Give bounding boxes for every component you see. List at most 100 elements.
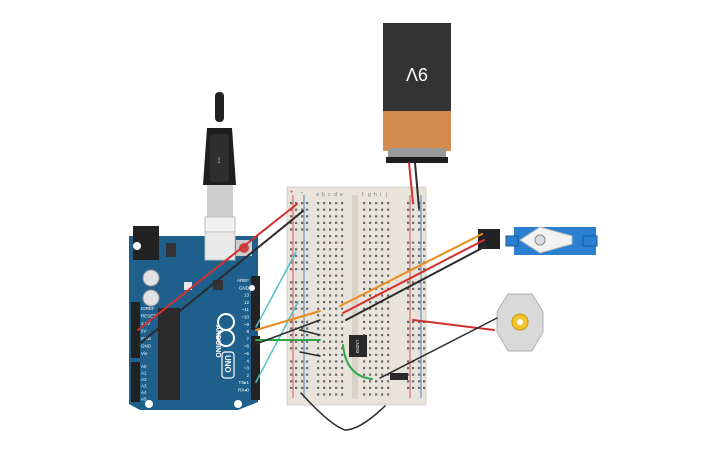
breadboard-hole[interactable] xyxy=(418,254,421,257)
breadboard-hole[interactable] xyxy=(317,281,320,284)
breadboard-hole[interactable] xyxy=(375,314,378,317)
breadboard-hole[interactable] xyxy=(290,327,293,330)
breadboard-hole[interactable] xyxy=(387,221,390,224)
breadboard-hole[interactable] xyxy=(423,221,426,224)
breadboard-hole[interactable] xyxy=(381,228,384,231)
breadboard-hole[interactable] xyxy=(363,221,366,224)
breadboard-hole[interactable] xyxy=(381,294,384,297)
breadboard-hole[interactable] xyxy=(369,287,372,290)
breadboard-hole[interactable] xyxy=(329,287,332,290)
breadboard-hole[interactable] xyxy=(407,268,410,271)
breadboard-hole[interactable] xyxy=(306,202,309,205)
breadboard-hole[interactable] xyxy=(369,340,372,343)
breadboard-hole[interactable] xyxy=(369,281,372,284)
breadboard-hole[interactable] xyxy=(381,353,384,356)
breadboard-hole[interactable] xyxy=(301,215,304,218)
breadboard-hole[interactable] xyxy=(412,241,415,244)
breadboard-hole[interactable] xyxy=(375,380,378,383)
breadboard-hole[interactable] xyxy=(301,228,304,231)
breadboard-hole[interactable] xyxy=(317,248,320,251)
breadboard-hole[interactable] xyxy=(363,208,366,211)
breadboard-hole[interactable] xyxy=(375,208,378,211)
breadboard-hole[interactable] xyxy=(423,294,426,297)
breadboard-hole[interactable] xyxy=(323,393,326,396)
breadboard-hole[interactable] xyxy=(423,281,426,284)
breadboard-hole[interactable] xyxy=(407,228,410,231)
breadboard-hole[interactable] xyxy=(301,367,304,370)
breadboard-hole[interactable] xyxy=(423,208,426,211)
breadboard-hole[interactable] xyxy=(323,327,326,330)
breadboard-hole[interactable] xyxy=(301,386,304,389)
breadboard-hole[interactable] xyxy=(317,215,320,218)
breadboard-hole[interactable] xyxy=(301,307,304,310)
breadboard-hole[interactable] xyxy=(369,202,372,205)
breadboard-hole[interactable] xyxy=(323,287,326,290)
breadboard-hole[interactable] xyxy=(329,281,332,284)
breadboard-hole[interactable] xyxy=(407,294,410,297)
breadboard-hole[interactable] xyxy=(375,281,378,284)
breadboard-hole[interactable] xyxy=(295,386,298,389)
breadboard-hole[interactable] xyxy=(407,202,410,205)
breadboard-hole[interactable] xyxy=(412,215,415,218)
breadboard-hole[interactable] xyxy=(301,294,304,297)
breadboard-hole[interactable] xyxy=(407,261,410,264)
breadboard-hole[interactable] xyxy=(323,301,326,304)
breadboard-hole[interactable] xyxy=(381,215,384,218)
breadboard-hole[interactable] xyxy=(295,228,298,231)
breadboard-hole[interactable] xyxy=(363,360,366,363)
breadboard-hole[interactable] xyxy=(295,202,298,205)
breadboard-hole[interactable] xyxy=(369,248,372,251)
breadboard-hole[interactable] xyxy=(423,307,426,310)
breadboard-hole[interactable] xyxy=(369,353,372,356)
breadboard-hole[interactable] xyxy=(407,386,410,389)
breadboard-hole[interactable] xyxy=(323,347,326,350)
breadboard-hole[interactable] xyxy=(295,254,298,257)
breadboard-hole[interactable] xyxy=(381,386,384,389)
breadboard-hole[interactable] xyxy=(418,221,421,224)
breadboard-hole[interactable] xyxy=(335,340,338,343)
breadboard-hole[interactable] xyxy=(369,393,372,396)
breadboard-hole[interactable] xyxy=(387,307,390,310)
breadboard-hole[interactable] xyxy=(317,208,320,211)
breadboard-hole[interactable] xyxy=(295,380,298,383)
breadboard-hole[interactable] xyxy=(329,380,332,383)
breadboard-hole[interactable] xyxy=(363,228,366,231)
breadboard-hole[interactable] xyxy=(329,228,332,231)
breadboard-hole[interactable] xyxy=(306,307,309,310)
breadboard-hole[interactable] xyxy=(317,202,320,205)
breadboard-hole[interactable] xyxy=(301,320,304,323)
breadboard-hole[interactable] xyxy=(381,367,384,370)
breadboard-hole[interactable] xyxy=(418,367,421,370)
breadboard-hole[interactable] xyxy=(341,334,344,337)
breadboard-hole[interactable] xyxy=(423,268,426,271)
breadboard-hole[interactable] xyxy=(381,327,384,330)
breadboard-hole[interactable] xyxy=(335,261,338,264)
breadboard-hole[interactable] xyxy=(295,281,298,284)
breadboard-hole[interactable] xyxy=(295,294,298,297)
breadboard-hole[interactable] xyxy=(290,287,293,290)
breadboard-hole[interactable] xyxy=(375,347,378,350)
breadboard-hole[interactable] xyxy=(375,268,378,271)
breadboard-hole[interactable] xyxy=(301,287,304,290)
breadboard-hole[interactable] xyxy=(381,248,384,251)
breadboard-hole[interactable] xyxy=(387,320,390,323)
breadboard-hole[interactable] xyxy=(301,202,304,205)
breadboard-hole[interactable] xyxy=(423,367,426,370)
breadboard-hole[interactable] xyxy=(412,327,415,330)
breadboard-hole[interactable] xyxy=(387,202,390,205)
breadboard-hole[interactable] xyxy=(335,254,338,257)
breadboard-hole[interactable] xyxy=(423,360,426,363)
breadboard-hole[interactable] xyxy=(412,380,415,383)
breadboard-hole[interactable] xyxy=(295,347,298,350)
breadboard-hole[interactable] xyxy=(418,307,421,310)
breadboard-hole[interactable] xyxy=(381,314,384,317)
breadboard-hole[interactable] xyxy=(290,386,293,389)
breadboard-hole[interactable] xyxy=(317,314,320,317)
motor-driver-ic[interactable]: LN293 xyxy=(349,335,367,357)
breadboard-hole[interactable] xyxy=(306,334,309,337)
breadboard-hole[interactable] xyxy=(290,294,293,297)
breadboard-hole[interactable] xyxy=(412,281,415,284)
breadboard-hole[interactable] xyxy=(375,254,378,257)
breadboard-hole[interactable] xyxy=(317,228,320,231)
breadboard-hole[interactable] xyxy=(418,320,421,323)
